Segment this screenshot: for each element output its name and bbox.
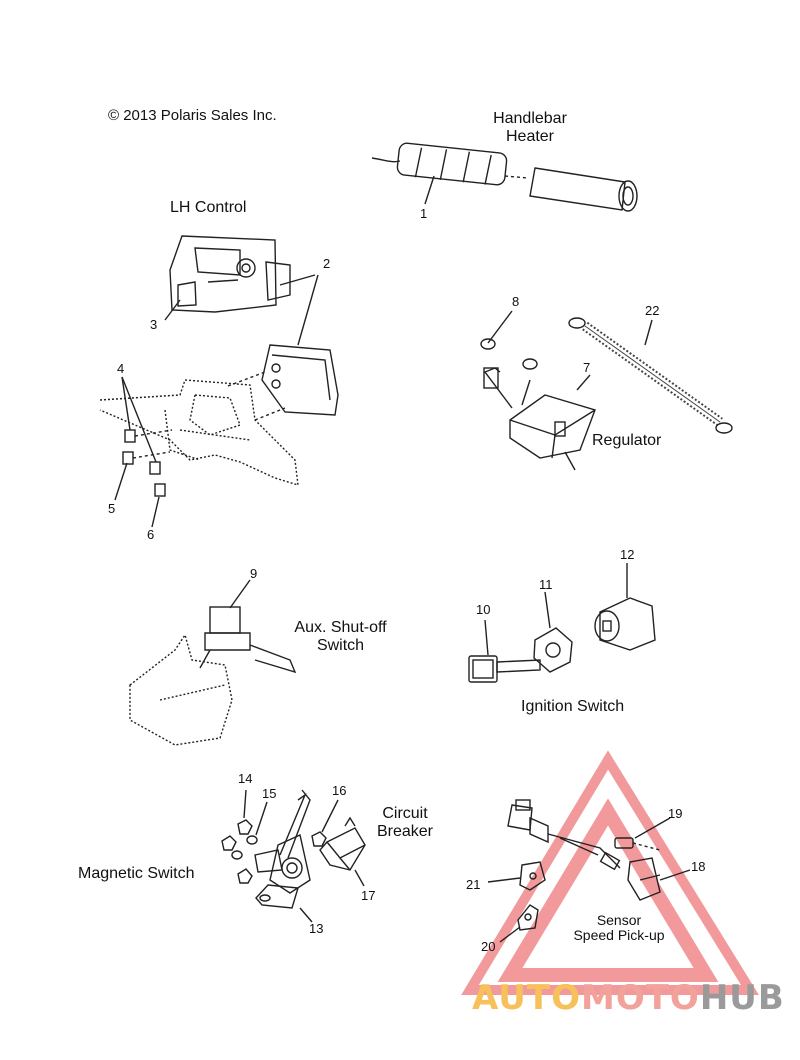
callout-14: 14	[238, 771, 253, 786]
callout-19: 19	[668, 806, 683, 821]
callout-6: 6	[147, 527, 155, 542]
callout-4: 4	[117, 361, 125, 376]
callout-12: 12	[620, 547, 635, 562]
callout-2: 2	[323, 256, 331, 271]
sensor-bolt-part	[614, 817, 691, 881]
callout-8: 8	[512, 294, 520, 309]
ignition-key-part	[468, 619, 541, 683]
magnetic-switch-title: Magnetic Switch	[78, 865, 195, 882]
lh-control-assembly-part	[99, 379, 299, 486]
ignition-nut-part	[533, 591, 573, 673]
ignition-switch-title: Ignition Switch	[521, 698, 625, 715]
circuit-breaker-title: Circuit Breaker	[376, 805, 434, 840]
lh-control-part	[164, 235, 319, 346]
aux-switch-title: Aux. Shut-off Switch	[294, 619, 387, 654]
screws-part	[114, 376, 173, 528]
callout-10: 10	[476, 602, 491, 617]
callout-13: 13	[309, 921, 324, 936]
regulator-title: Regulator	[592, 432, 662, 449]
switch-housing-part	[227, 344, 339, 421]
circuit-breaker-part	[319, 816, 366, 887]
callout-20: 20	[481, 939, 496, 954]
ground-strap-part	[568, 317, 733, 434]
callout-21: 21	[466, 877, 481, 892]
copyright-text: © 2013 Polaris Sales Inc.	[108, 107, 277, 124]
magnetic-switch-part	[254, 789, 313, 923]
callout-22: 22	[645, 303, 660, 318]
handlebar-heater-title: Handlebar Heater	[493, 110, 567, 145]
watermark-moto: MOTO	[580, 978, 700, 1018]
ignition-switch-part	[594, 563, 656, 651]
callout-1: 1	[420, 206, 428, 221]
watermark-auto: AUTO	[472, 978, 581, 1018]
callout-15: 15	[262, 786, 277, 801]
callout-18: 18	[691, 859, 706, 874]
callout-17: 17	[361, 888, 376, 903]
sensor-title: Sensor Speed Pick-up	[573, 912, 665, 944]
lh-control-title: LH Control	[170, 199, 247, 216]
callout-11: 11	[539, 577, 553, 592]
callout-7: 7	[583, 360, 591, 375]
nuts-washers-part	[221, 789, 339, 884]
watermark-hub: HUB	[699, 978, 785, 1018]
aux-switch-part	[129, 579, 297, 746]
cable-clip-part	[487, 861, 546, 943]
callout-3: 3	[150, 317, 158, 332]
callout-5: 5	[108, 501, 116, 516]
callout-9: 9	[250, 566, 258, 581]
sensor-connector-part	[507, 799, 661, 901]
callout-16: 16	[332, 783, 347, 798]
handlebar-heater-part	[371, 142, 638, 212]
watermark-text: AUTOMOTOHUB	[472, 978, 785, 1018]
regulator-part	[480, 310, 596, 471]
